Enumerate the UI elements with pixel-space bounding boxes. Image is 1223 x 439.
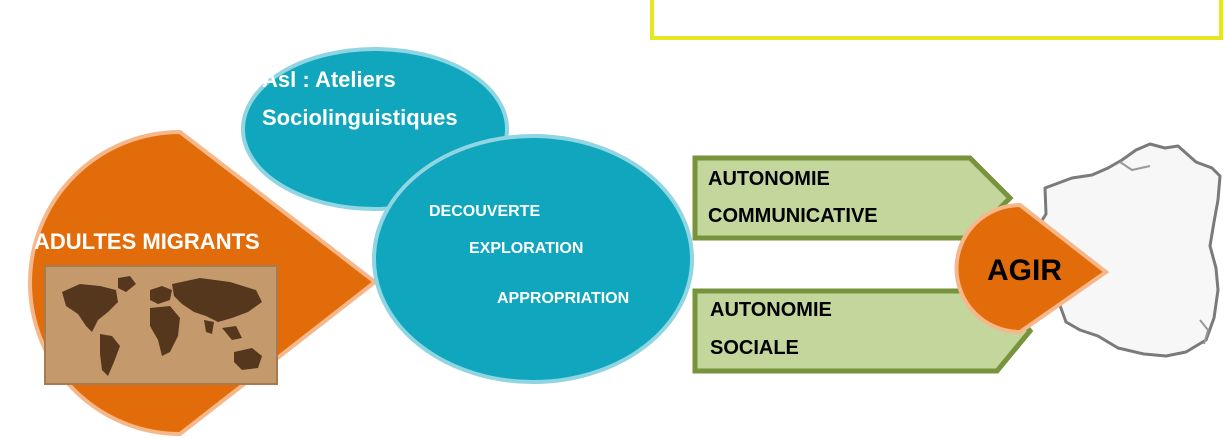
autonomie-communicative-line1: AUTONOMIE (708, 168, 830, 190)
adultes-migrants-label: ADULTES MIGRANTS (34, 229, 260, 254)
agir-label: AGIR (987, 254, 1062, 287)
process-step-decouverte: DECOUVERTE (429, 203, 541, 220)
agir-shape (954, 202, 1110, 335)
autonomie-sociale-line2: SOCIALE (710, 337, 799, 359)
process-step-exploration: EXPLORATION (469, 240, 584, 257)
world-map-image (44, 265, 278, 385)
asl-label-line1: Asl : Ateliers (262, 67, 396, 92)
autonomie-sociale-line1: AUTONOMIE (710, 299, 832, 321)
autonomie-sociale-arrow (692, 288, 1034, 374)
yellow-text-box (650, 0, 1223, 40)
autonomie-communicative-line2: COMMUNICATIVE (708, 205, 878, 227)
process-step-appropriation: APPROPRIATION (497, 290, 630, 307)
process-ellipse (372, 134, 694, 384)
asl-label-line2: Sociolinguistiques (262, 105, 458, 130)
